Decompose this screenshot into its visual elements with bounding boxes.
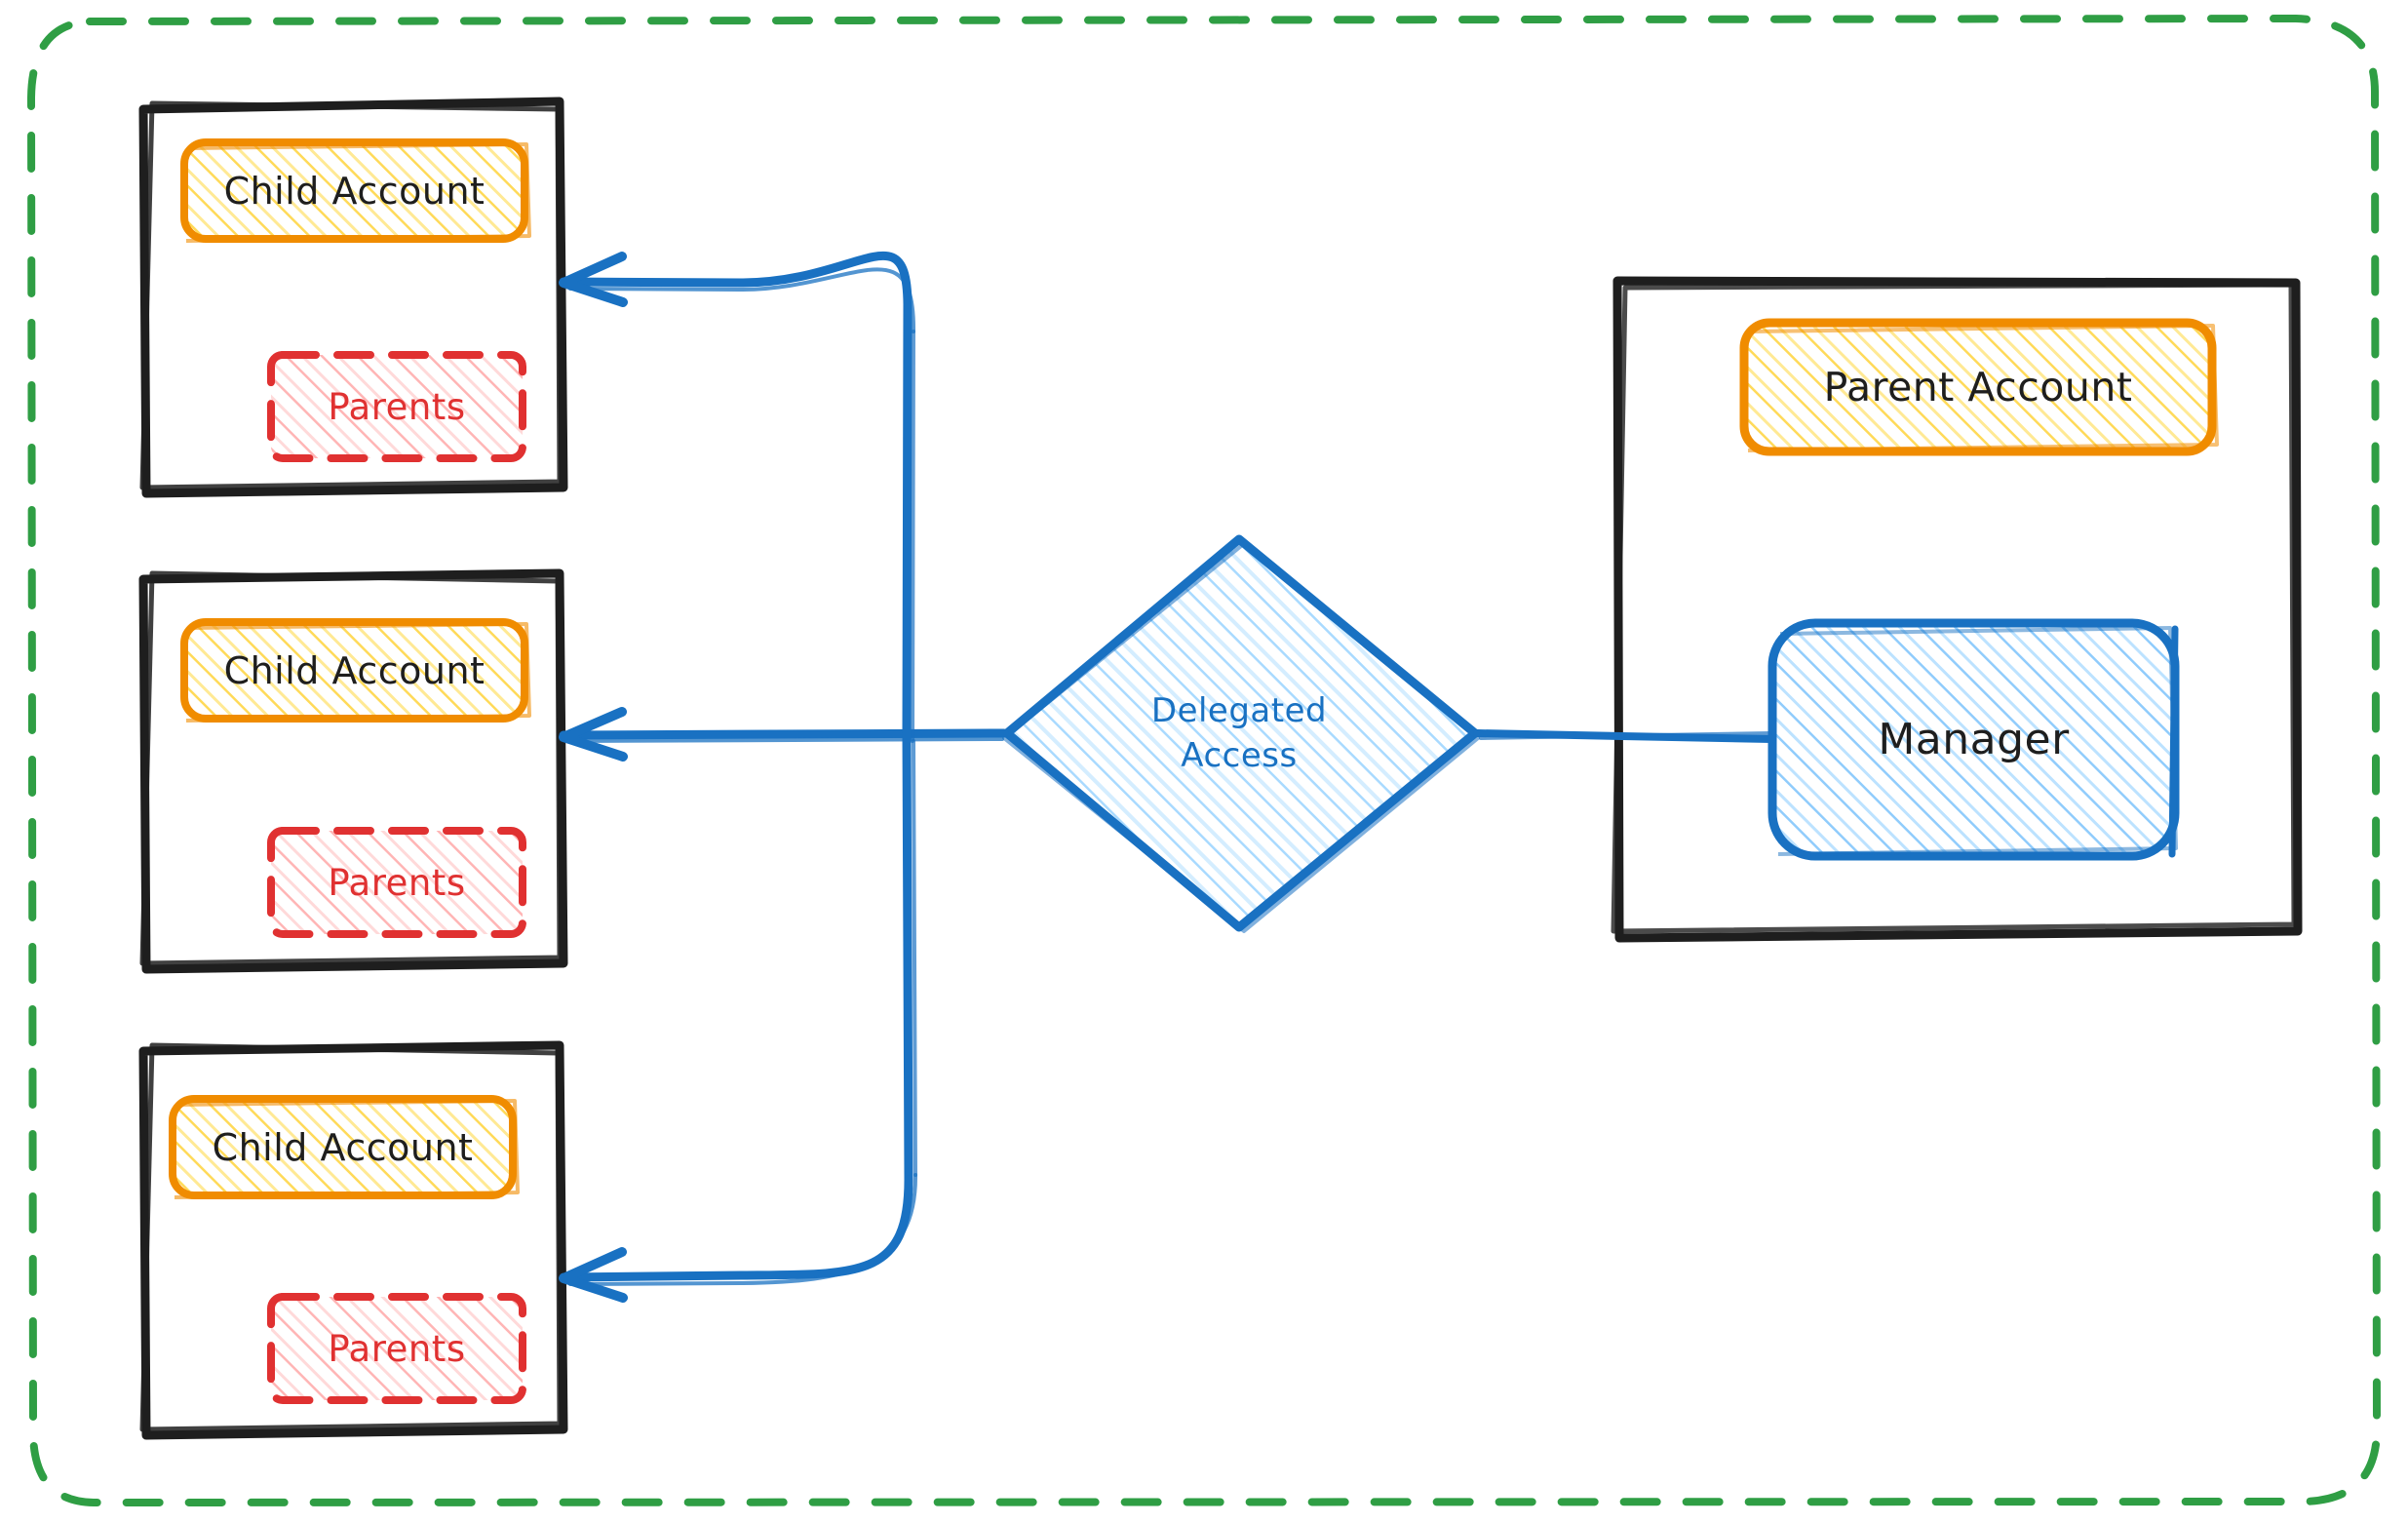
child-account-box-3[interactable] [169, 1095, 520, 1199]
connector-diamond-to-child-3 [559, 1173, 918, 1303]
parents-box-3[interactable] [267, 1293, 526, 1404]
connector-diamond-to-child-1 [559, 251, 916, 333]
child-container-2-frame [138, 568, 568, 974]
child-container-1-frame [138, 97, 568, 498]
parent-account-box[interactable] [1739, 318, 2219, 456]
connector-manager-to-diamond [1473, 625, 2179, 858]
child-account-box-2[interactable] [180, 618, 531, 723]
parent-container-frame [1611, 276, 2303, 943]
delegated-access-diamond[interactable] [994, 527, 1492, 946]
child-account-box-1[interactable] [180, 138, 531, 243]
connector-diamond-to-child-2 [559, 707, 1009, 762]
child-container-3-frame [138, 1040, 568, 1440]
parents-box-1[interactable] [267, 351, 526, 462]
connector-trunk-vertical [902, 299, 917, 1185]
parents-box-2[interactable] [267, 827, 526, 938]
manager-box[interactable] [1767, 618, 2180, 861]
